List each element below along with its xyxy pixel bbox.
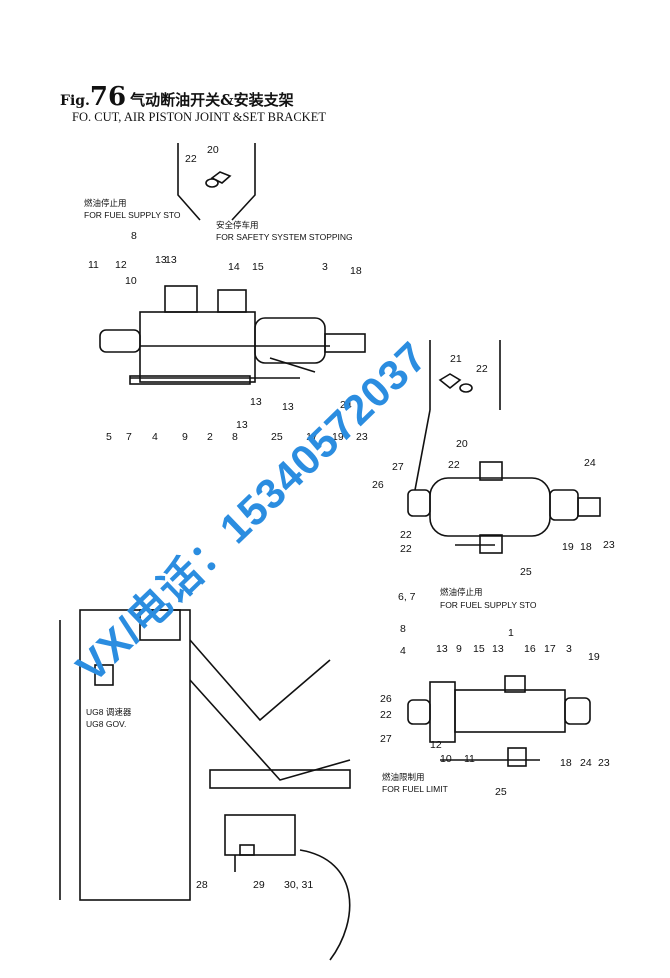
part-label-top-view-3: 13 [155, 254, 167, 266]
inset-box [429, 340, 501, 410]
note-fuel-supply2-cn: 燃油停止用 [440, 587, 483, 597]
part-label-lower-right-3: 15 [473, 643, 485, 655]
part-label-lower-right-14: 12 [430, 739, 442, 751]
part-label-lower-right-15: 10 [440, 753, 452, 765]
washer-22 [205, 178, 219, 188]
part-label-right-view-9: 18 [580, 541, 592, 553]
part-label-top-view-6: 10 [125, 275, 137, 287]
detail-callout-box [177, 143, 256, 221]
part-label-top-view-7: 13 [165, 254, 177, 266]
part-label-right-view-10: 23 [603, 539, 615, 551]
part-label-top-view-5: 12 [115, 259, 127, 271]
washer-20 [210, 171, 232, 184]
part-label-right-view-1: 22 [448, 459, 460, 471]
part-label-top-view-0: 22 [185, 153, 197, 165]
part-label-right-view-7: 24 [584, 457, 596, 469]
part-label-top-view-16: 2 [207, 431, 213, 443]
part-label-top-view-2: 8 [131, 230, 137, 242]
lower-right-assembly [407, 675, 591, 767]
governor-bracket [59, 609, 351, 961]
part-label-lower-right-16: 11 [464, 753, 475, 765]
part-label-lower-right-4: 13 [492, 643, 504, 655]
part-label-lower-right-10: 4 [400, 645, 406, 657]
part-label-top-view-17: 8 [232, 431, 238, 443]
part-label-right-view-0: 20 [456, 438, 468, 450]
figure-title-cn: 气动断油开关&安装支架 [130, 91, 294, 109]
part-label-lower-right-9: 19 [588, 651, 600, 663]
part-label-lower-right-1: 13 [436, 643, 448, 655]
label-group-bottom: 28 29 30, 31 [196, 879, 313, 891]
part-label-right-view-6: 6, 7 [398, 591, 416, 603]
part-label-top-view-21: 17 [306, 431, 318, 443]
part-label-top-view-18: 13 [236, 419, 248, 431]
note-safety-en: FOR SAFETY SYSTEM STOPPING [216, 232, 353, 242]
note-fuel-supply-en: FOR FUEL SUPPLY STO [84, 210, 181, 220]
part-label-lower-right-5: 1 [508, 627, 514, 639]
label-group-inset-top: 21 22 [450, 353, 488, 375]
note-safety-cn: 安全停车用 [216, 220, 259, 230]
part-label-lower-right-0: 8 [400, 623, 406, 635]
note-fuel-limit-cn: 燃油限制用 [382, 772, 425, 782]
part-label-right-view-3: 26 [372, 479, 384, 491]
part-label-top-view-23: 23 [356, 431, 368, 443]
label-group-lower-right: 8 13 9 15 13 1 16 17 3 19 4 26 22 27 12 10 11 18 24 23 25 [380, 623, 610, 798]
note-fuel-supply2-en: FOR FUEL SUPPLY STO [440, 600, 537, 610]
part-label-top-view-22: 19 [332, 431, 344, 443]
part-label-top-view-12: 5 [106, 431, 112, 443]
top-view-assembly [99, 285, 366, 385]
right-view-assembly [407, 461, 601, 554]
part-label-lower-right-19: 23 [598, 757, 610, 769]
part-label-top-view-11: 18 [350, 265, 362, 277]
part-label-inset-top-0: 21 [450, 353, 462, 365]
washer-22b [459, 383, 473, 393]
note-fuel-supply-cn: 燃油停止用 [84, 198, 127, 208]
figure-number: 76 [89, 82, 127, 112]
part-label-right-view-11: 25 [520, 566, 532, 578]
part-label-right-view-5: 22 [400, 543, 412, 555]
part-label-top-view-9: 15 [252, 261, 264, 273]
note-ug8-en: UG8 GOV. [86, 719, 126, 729]
part-label-top-view-4: 11 [88, 259, 99, 271]
part-label-top-view-8: 14 [228, 261, 240, 273]
part-label-top-view-19: 13 [282, 401, 294, 413]
nut-21 [438, 373, 462, 390]
part-label-top-view-24: 24 [340, 399, 352, 411]
note-ug8-cn: UG8 调速器 [86, 707, 132, 717]
part-label-top-view-1: 20 [207, 144, 219, 156]
part-label-lower-right-8: 3 [566, 643, 572, 655]
part-label-bottom-0: 28 [196, 879, 208, 891]
part-label-lower-right-2: 9 [456, 643, 462, 655]
part-label-bottom-1: 29 [253, 879, 265, 891]
part-label-inset-top-1: 22 [476, 363, 488, 375]
part-label-top-view-25: 13 [250, 396, 262, 408]
part-label-lower-right-6: 16 [524, 643, 536, 655]
part-label-top-view-13: 7 [126, 431, 132, 443]
part-label-right-view-4: 22 [400, 529, 412, 541]
part-label-lower-right-20: 25 [495, 786, 507, 798]
part-label-lower-right-13: 27 [380, 733, 392, 745]
part-label-right-view-2: 27 [392, 461, 404, 473]
part-label-bottom-2: 30, 31 [284, 879, 313, 891]
part-label-top-view-14: 4 [152, 431, 158, 443]
figure-title-en: FO. CUT, AIR PISTON JOINT &SET BRACKET [72, 110, 326, 124]
label-group-right-view: 20 22 27 26 22 22 6, 7 24 19 18 23 25 [372, 438, 615, 603]
figure-prefix: Fig. [60, 93, 90, 109]
part-label-lower-right-7: 17 [544, 643, 556, 655]
part-label-lower-right-11: 26 [380, 693, 392, 705]
part-label-right-view-8: 19 [562, 541, 574, 553]
part-label-lower-right-17: 18 [560, 757, 572, 769]
part-label-lower-right-12: 22 [380, 709, 392, 721]
part-label-top-view-10: 3 [322, 261, 328, 273]
part-label-lower-right-18: 24 [580, 757, 592, 769]
note-fuel-limit-en: FOR FUEL LIMIT [382, 784, 448, 794]
part-label-top-view-15: 9 [182, 431, 188, 443]
part-label-top-view-20: 25 [271, 431, 283, 443]
